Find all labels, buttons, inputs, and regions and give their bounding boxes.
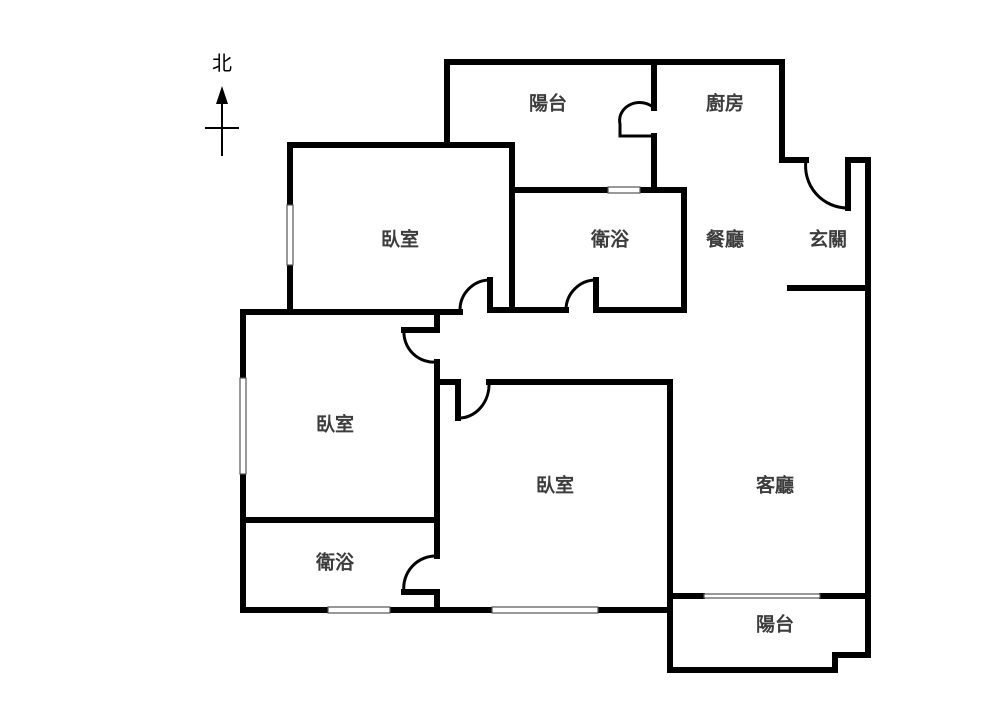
door-bathroom-1: [564, 278, 597, 311]
room-label-bedroom-1: 臥室: [381, 228, 419, 251]
wall-bedroom-2-door-top: [401, 309, 440, 333]
wall-bedroom-3-east: [486, 379, 673, 673]
room-label-entrance: 玄關: [809, 228, 847, 251]
room-label-balcony-north: 陽台: [529, 92, 567, 115]
wall-bath-2-door: [401, 589, 440, 613]
room-label-bedroom-3: 臥室: [536, 474, 574, 497]
north-label: 北: [212, 51, 232, 75]
window-bathroom-1: [607, 186, 641, 194]
glass-door-balcony-south: [703, 593, 821, 599]
room-label-bathroom-1: 衛浴: [590, 228, 630, 251]
wall-bedroom-1: [287, 142, 515, 313]
door-bathroom-2: [402, 554, 438, 593]
wall-balcony-south: [667, 652, 871, 673]
door-bedroom-1: [458, 278, 491, 311]
door-balcony-north: [618, 101, 656, 138]
room-label-kitchen: 廚房: [706, 92, 744, 115]
doors: [402, 101, 849, 593]
room-label-bathroom-2: 衛浴: [315, 551, 355, 574]
walls: [240, 59, 871, 673]
wall-north: [444, 59, 809, 163]
window-bedroom-3: [491, 606, 599, 614]
room-label-bedroom-2: 臥室: [316, 413, 354, 436]
door-bedroom-2: [402, 329, 438, 364]
room-label-living: 客廳: [756, 474, 794, 497]
window-bathroom-2: [327, 606, 391, 614]
window-bedroom-1: [286, 204, 294, 266]
room-labels: 陽台 廚房 臥室 衛浴 餐廳 玄關 臥室 臥室 客廳 衛浴 陽台: [315, 92, 847, 636]
compass-arrow-icon: [216, 86, 228, 104]
windows: [239, 186, 821, 614]
door-entrance: [804, 159, 849, 210]
wall-east: [845, 157, 871, 658]
north-compass: 北: [205, 51, 239, 156]
room-label-balcony-south: 陽台: [756, 613, 794, 636]
wall-bedroom-3-door: [434, 379, 461, 421]
window-bedroom-2: [239, 377, 247, 475]
door-bedroom-3: [457, 381, 491, 420]
room-label-dining: 餐廳: [706, 228, 744, 251]
